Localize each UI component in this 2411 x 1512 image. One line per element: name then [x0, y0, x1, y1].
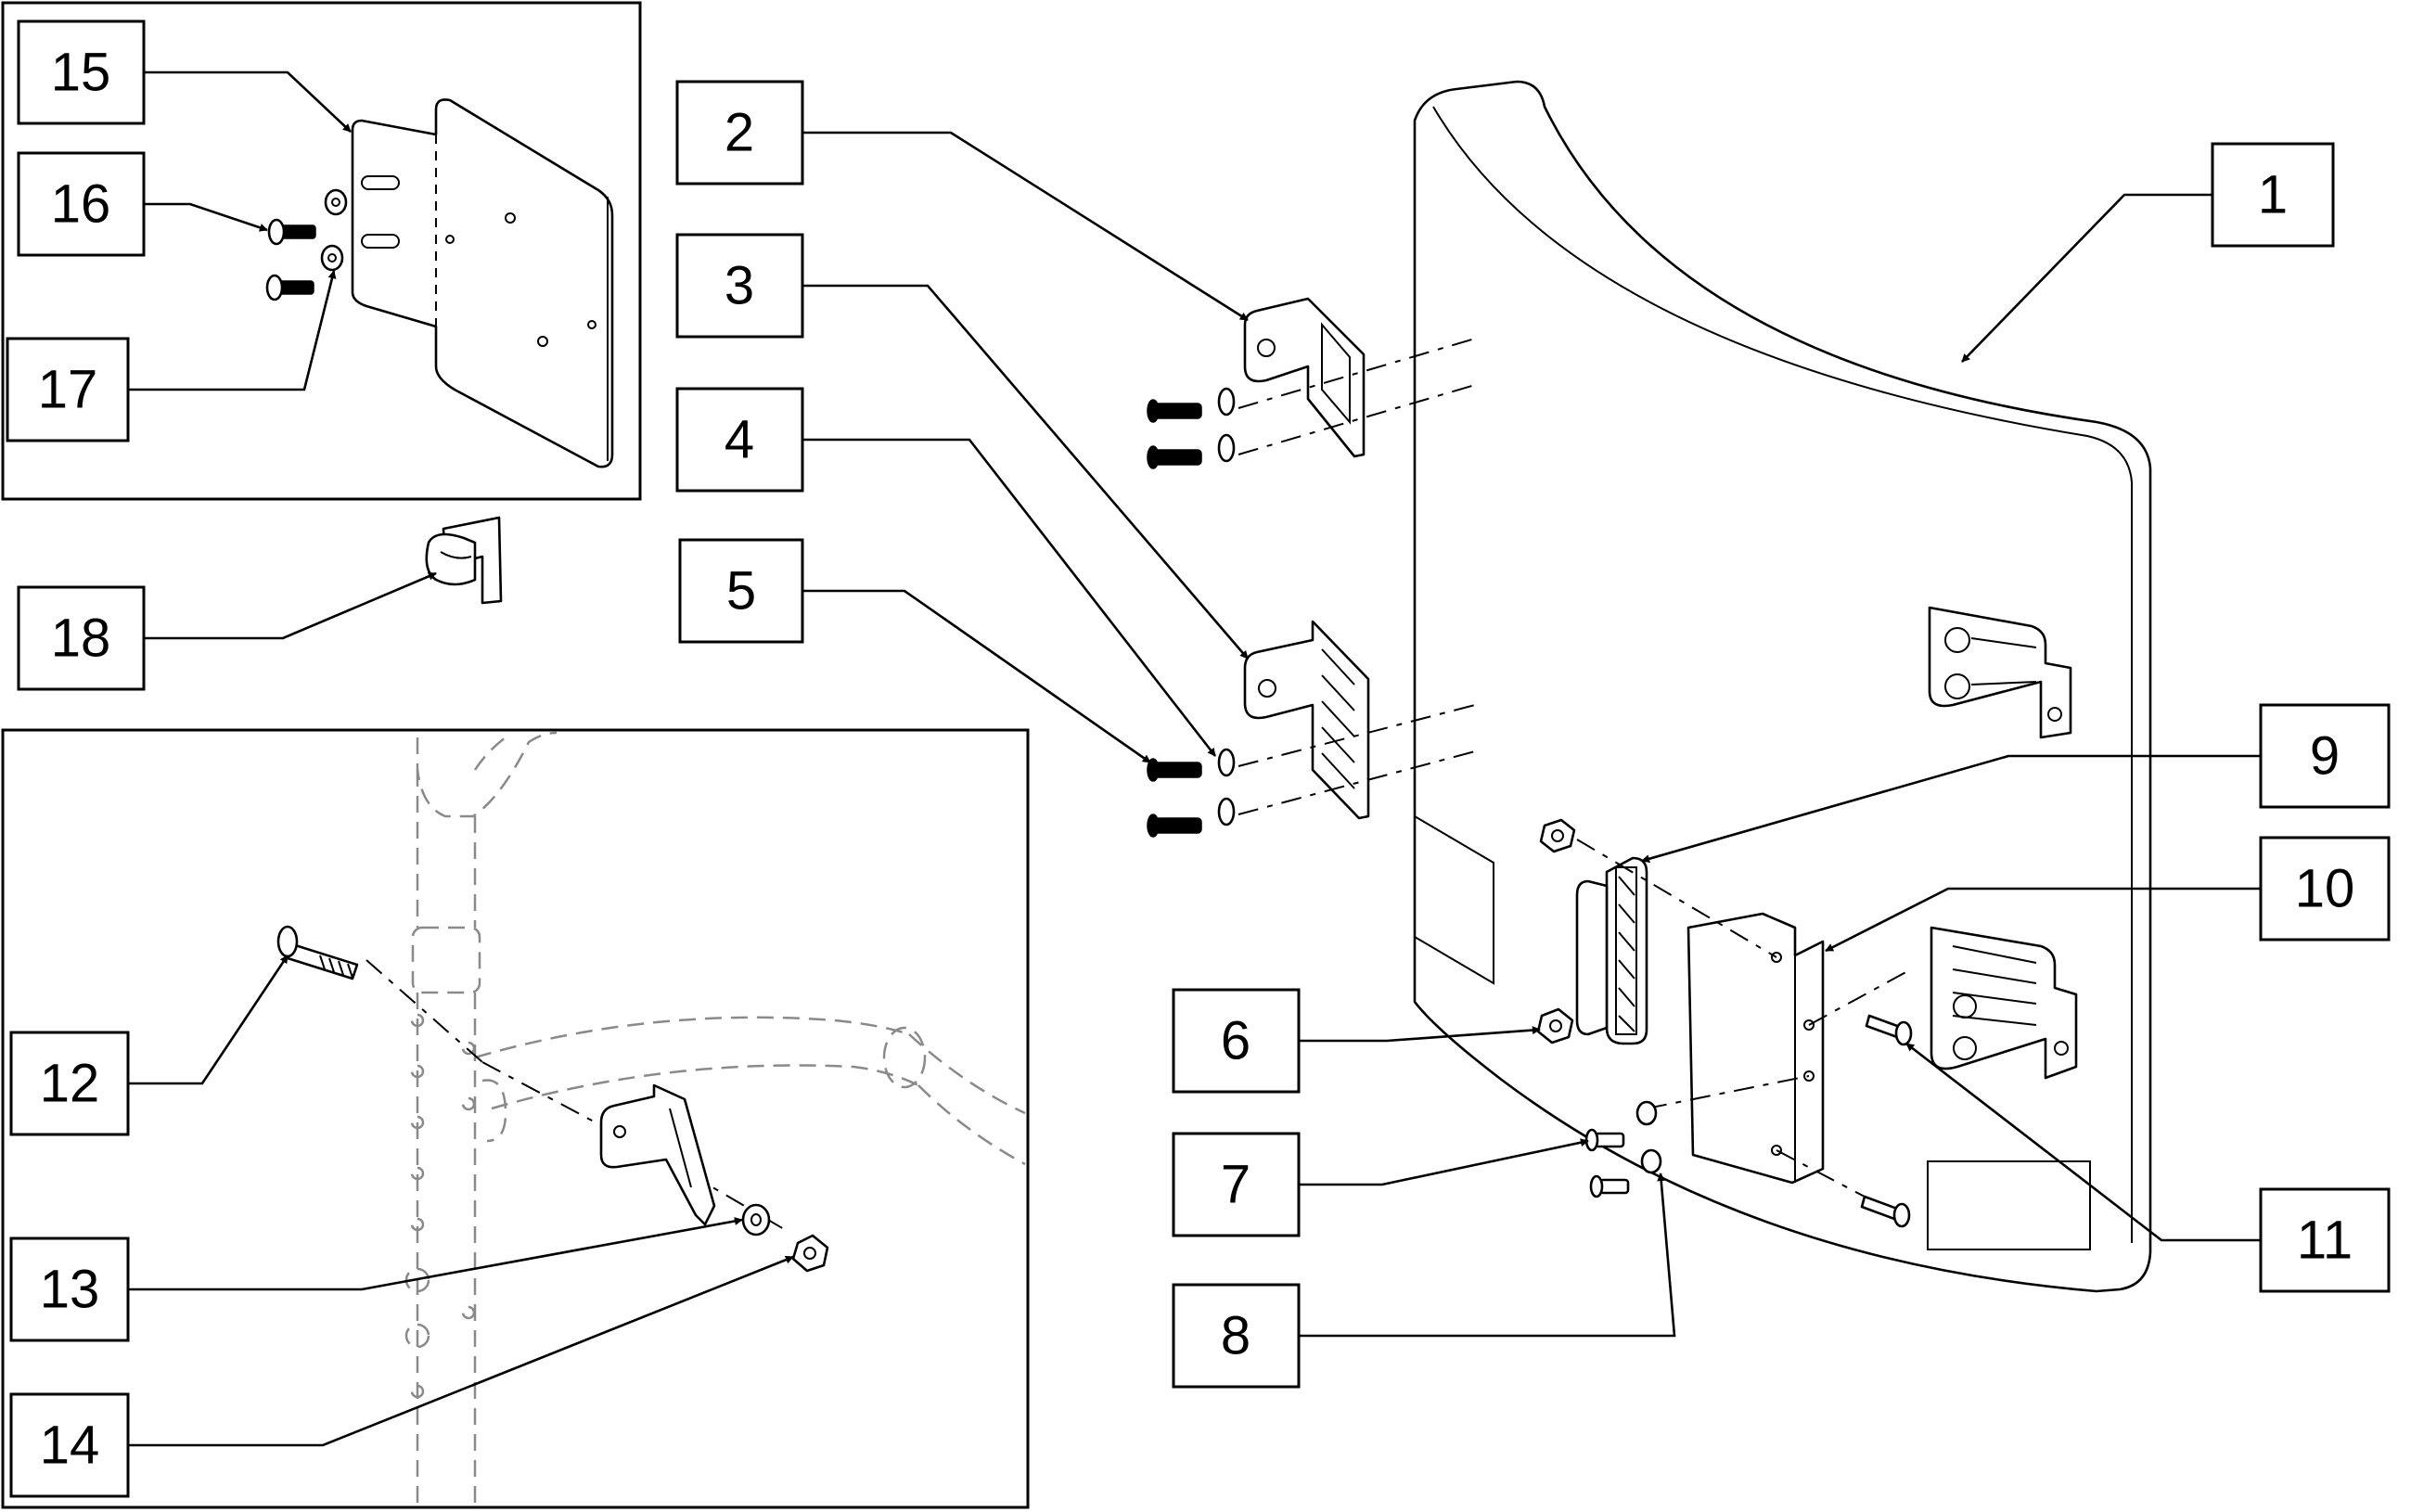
leader-5	[802, 589, 1151, 764]
callout-1-label: 1	[2258, 165, 2288, 225]
callout-16: 16	[17, 151, 146, 257]
lower-bracket-assembly	[1536, 818, 1913, 1228]
callout-5-label: 5	[726, 561, 756, 621]
callout-12-label: 12	[40, 1054, 100, 1114]
leader-11	[1905, 1042, 2261, 1242]
inset-frame-top-left	[1, 1, 642, 501]
clip-part-18	[425, 516, 503, 605]
callout-2: 2	[675, 80, 804, 186]
callout-1: 1	[2211, 142, 2335, 248]
bracket-part-3	[1147, 620, 1476, 838]
callout-10-label: 10	[2295, 859, 2355, 919]
leader-17	[128, 270, 337, 391]
leader-13	[128, 1217, 743, 1291]
leader-8	[1299, 1172, 1676, 1338]
callout-3: 3	[675, 233, 804, 339]
callout-2-label: 2	[725, 103, 754, 163]
callout-17-label: 17	[38, 360, 98, 420]
callout-18-label: 18	[51, 609, 111, 669]
leader-9	[1641, 754, 2261, 864]
bracket-part-2	[1147, 297, 1476, 469]
callout-7-label: 7	[1221, 1155, 1250, 1215]
leader-1	[1961, 193, 2212, 363]
callout-16-label: 16	[51, 174, 111, 235]
callout-5: 5	[678, 538, 804, 644]
callout-8-label: 8	[1221, 1306, 1250, 1366]
leader-2	[802, 131, 1249, 322]
callout-15-label: 15	[51, 43, 111, 103]
callout-6-label: 6	[1221, 1011, 1250, 1071]
inset-frame-assembly	[276, 731, 1026, 1507]
callout-17: 17	[6, 337, 130, 442]
callout-10: 10	[2259, 836, 2391, 942]
leader-4	[802, 438, 1217, 757]
leader-lines	[128, 70, 2261, 1447]
leader-15	[144, 70, 352, 133]
callout-8: 8	[1172, 1283, 1301, 1389]
callout-11-label: 11	[2297, 1211, 2353, 1271]
inset-plate-assembly	[265, 98, 614, 468]
leader-14	[128, 1255, 794, 1447]
inset-frame-bottom-left	[1, 728, 1030, 1509]
callout-13-label: 13	[40, 1260, 100, 1320]
callout-9-label: 9	[2310, 726, 2340, 787]
callout-12: 12	[9, 1031, 130, 1136]
callout-4-label: 4	[725, 410, 754, 470]
callout-9: 9	[2259, 703, 2391, 809]
callout-14: 14	[9, 1392, 130, 1498]
callout-15: 15	[17, 19, 146, 125]
leader-6	[1299, 1026, 1541, 1043]
callout-6: 6	[1172, 988, 1301, 1094]
leader-18	[144, 571, 437, 640]
leader-3	[802, 284, 1249, 660]
leader-16	[144, 202, 268, 232]
callout-13: 13	[9, 1237, 130, 1342]
leader-12	[128, 955, 289, 1085]
callout-4: 4	[675, 387, 804, 493]
callout-7: 7	[1172, 1132, 1301, 1237]
leader-7	[1299, 1138, 1589, 1186]
callout-14-label: 14	[40, 1416, 100, 1476]
callout-18: 18	[17, 585, 146, 691]
callout-11: 11	[2259, 1187, 2391, 1293]
leader-10	[1825, 887, 2261, 953]
callout-3-label: 3	[725, 256, 754, 316]
